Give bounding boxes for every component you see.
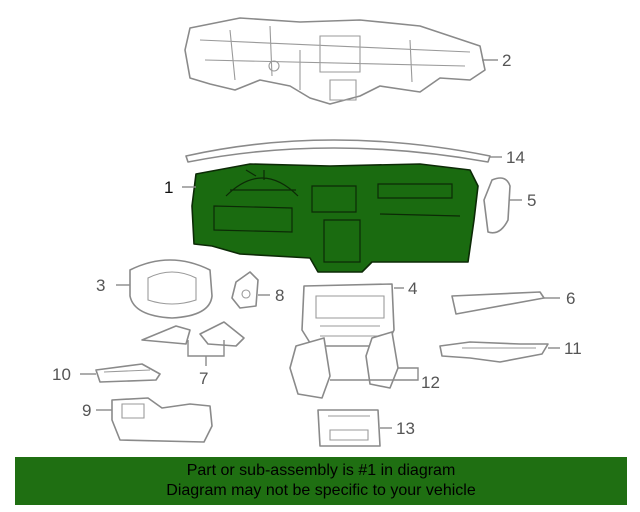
callout-7: 7 [199, 369, 208, 388]
callout-12: 12 [421, 373, 440, 392]
banner-line-2: Diagram may not be specific to your vehi… [166, 482, 476, 499]
callout-4: 4 [408, 279, 417, 298]
part-3-shroud[interactable] [129, 259, 213, 319]
part-9-knee-bolster[interactable] [111, 397, 213, 443]
callout-1: 1 [164, 178, 173, 197]
part-1-instrument-panel[interactable] [191, 163, 479, 273]
callout-10: 10 [52, 365, 71, 384]
callout-2: 2 [502, 51, 511, 70]
callout-11: 11 [564, 339, 582, 358]
banner-line-1: Part or sub-assembly is #1 in diagram [186, 462, 456, 479]
parts-diagram: 2 14 1 5 3 8 4 6 [52, 17, 582, 447]
callout-6: 6 [566, 289, 575, 308]
part-2-crossbeam[interactable] [184, 17, 486, 105]
callout-3: 3 [96, 276, 105, 295]
info-banner: Part or sub-assembly is #1 in diagram Di… [15, 457, 627, 505]
part-10-bezel[interactable] [95, 363, 161, 383]
part-6-trim-strip[interactable] [451, 291, 545, 315]
part-13-bin[interactable] [317, 409, 381, 447]
callout-8: 8 [275, 286, 284, 305]
part-5-side-cover[interactable] [483, 177, 511, 234]
part-7-trim-pieces[interactable] [141, 321, 245, 347]
callout-13: 13 [396, 419, 415, 438]
part-8-switch[interactable] [231, 271, 259, 309]
callout-14: 14 [506, 148, 525, 167]
callout-5: 5 [527, 191, 536, 210]
part-12-end-caps[interactable] [289, 331, 399, 399]
part-11-right-rail[interactable] [439, 341, 549, 363]
part-14-top-cover[interactable] [185, 139, 491, 163]
part-4-center-bezel[interactable] [301, 283, 395, 347]
callout-9: 9 [82, 401, 91, 420]
